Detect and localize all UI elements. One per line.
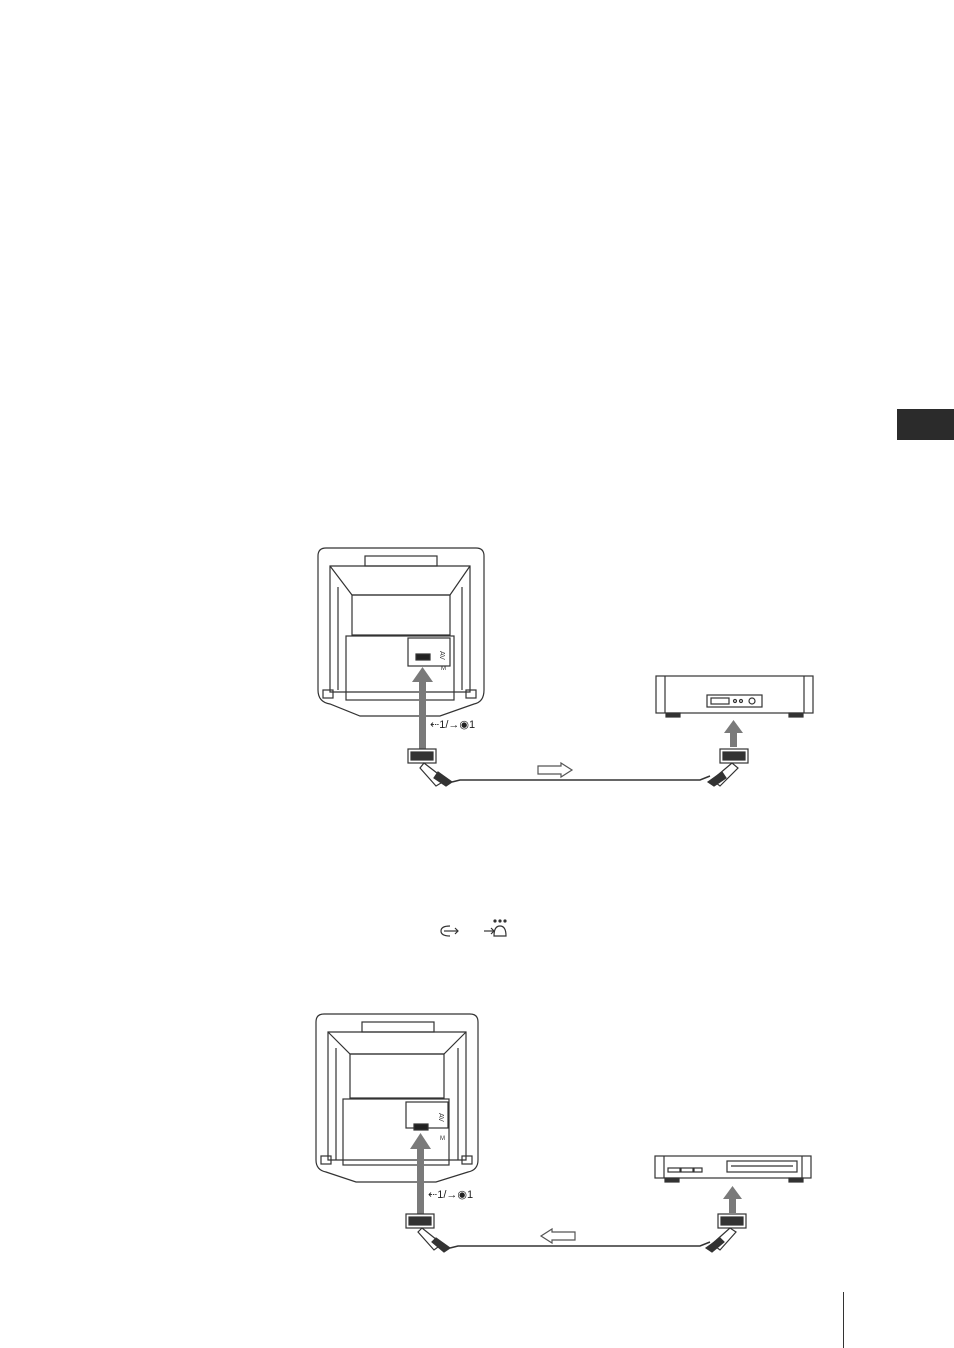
scart-connector-label: ⇠1/→◉1: [428, 1189, 473, 1201]
external-device-2: [655, 1156, 811, 1182]
scart-plug-icon: [706, 1214, 746, 1252]
cable: [450, 1242, 710, 1248]
signal-direction-arrow-icon: [541, 1229, 575, 1243]
svg-text:AV: AV: [437, 1113, 444, 1122]
page-margin-rule: [843, 1292, 844, 1348]
scart-plug-icon: [406, 1214, 450, 1252]
svg-text:M: M: [440, 1136, 445, 1142]
tv-rear-diagram-2: AV M: [316, 1014, 478, 1182]
upward-arrow-icon: [723, 1186, 742, 1213]
upward-arrow-icon: [410, 1133, 431, 1214]
